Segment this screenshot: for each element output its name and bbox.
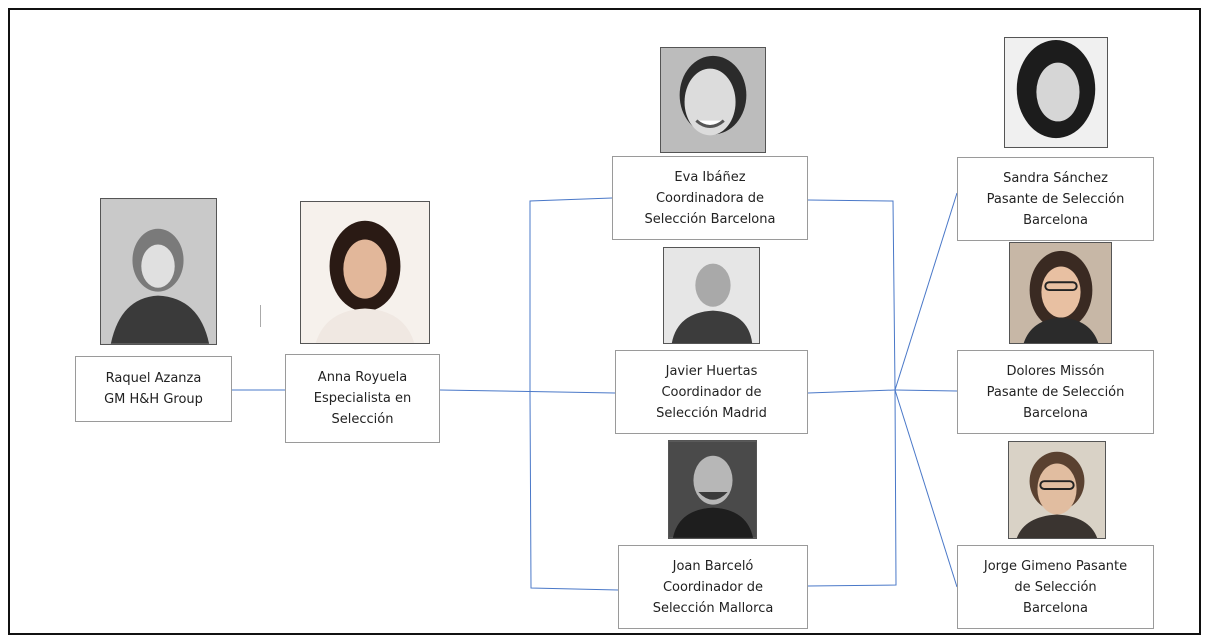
- photo-sandra: [1004, 37, 1108, 148]
- photo-jorge: [1008, 441, 1106, 539]
- photo-raquel: [100, 198, 217, 345]
- box-raquel: Raquel Azanza GM H&H Group: [75, 356, 232, 422]
- connector-fan-sandra: [894, 192, 958, 391]
- connector-left-bracket: [529, 197, 619, 591]
- box-dolores-label: Dolores Missón Pasante de Selección Barc…: [986, 363, 1125, 421]
- photo-eva: [660, 47, 766, 153]
- box-anna-label: Anna Royuela Especialista en Selección: [313, 370, 412, 427]
- stray-mark: [260, 305, 261, 327]
- box-eva: Eva Ibáñez Coordinadora de Selección Bar…: [612, 156, 808, 240]
- box-sandra-label: Sandra Sánchez Pasante de Selección Barc…: [986, 170, 1125, 228]
- photo-anna: [300, 201, 430, 344]
- box-raquel-label: Raquel Azanza GM H&H Group: [104, 371, 203, 407]
- box-joan-label: Joan Barceló Coordinador de Selección Ma…: [652, 558, 774, 616]
- photo-dolores: [1009, 242, 1112, 344]
- box-jorge: Jorge Gimeno Pasante de Selección Barcel…: [957, 545, 1154, 629]
- box-dolores: Dolores Missón Pasante de Selección Barc…: [957, 350, 1154, 434]
- box-joan: Joan Barceló Coordinador de Selección Ma…: [618, 545, 808, 629]
- connector-right-bracket: [807, 199, 897, 587]
- box-jorge-label: Jorge Gimeno Pasante de Selección Barcel…: [983, 558, 1128, 616]
- photo-javier: [663, 247, 760, 344]
- box-javier-label: Javier Huertas Coordinador de Selección …: [656, 363, 767, 421]
- box-anna: Anna Royuela Especialista en Selección: [285, 354, 440, 443]
- box-javier: Javier Huertas Coordinador de Selección …: [615, 350, 808, 434]
- connector-javier-right: [807, 389, 896, 394]
- box-sandra: Sandra Sánchez Pasante de Selección Barc…: [957, 157, 1154, 241]
- connector-anna-javier: [439, 389, 616, 394]
- connector-fan-jorge: [894, 389, 958, 588]
- box-eva-label: Eva Ibáñez Coordinadora de Selección Bar…: [644, 169, 776, 227]
- photo-joan: [668, 440, 757, 539]
- connector-fan-dolores: [894, 389, 958, 392]
